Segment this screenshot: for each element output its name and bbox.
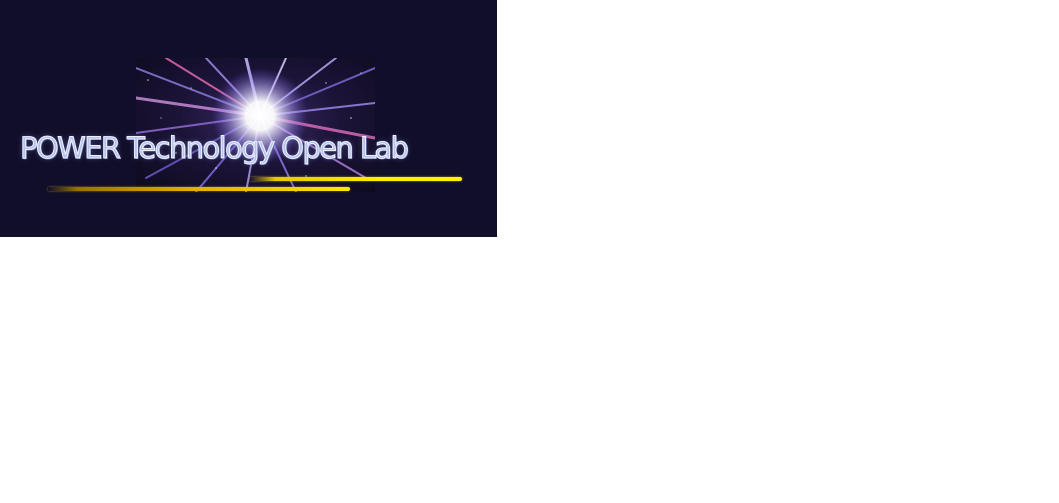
banner-title: POWER Technology Open Lab: [20, 131, 410, 166]
starburst-image: [136, 58, 375, 192]
lab-banner: POWER Technology Open Lab: [0, 0, 497, 237]
accent-bar-upper: [250, 177, 462, 181]
accent-bar-lower: [48, 187, 350, 191]
